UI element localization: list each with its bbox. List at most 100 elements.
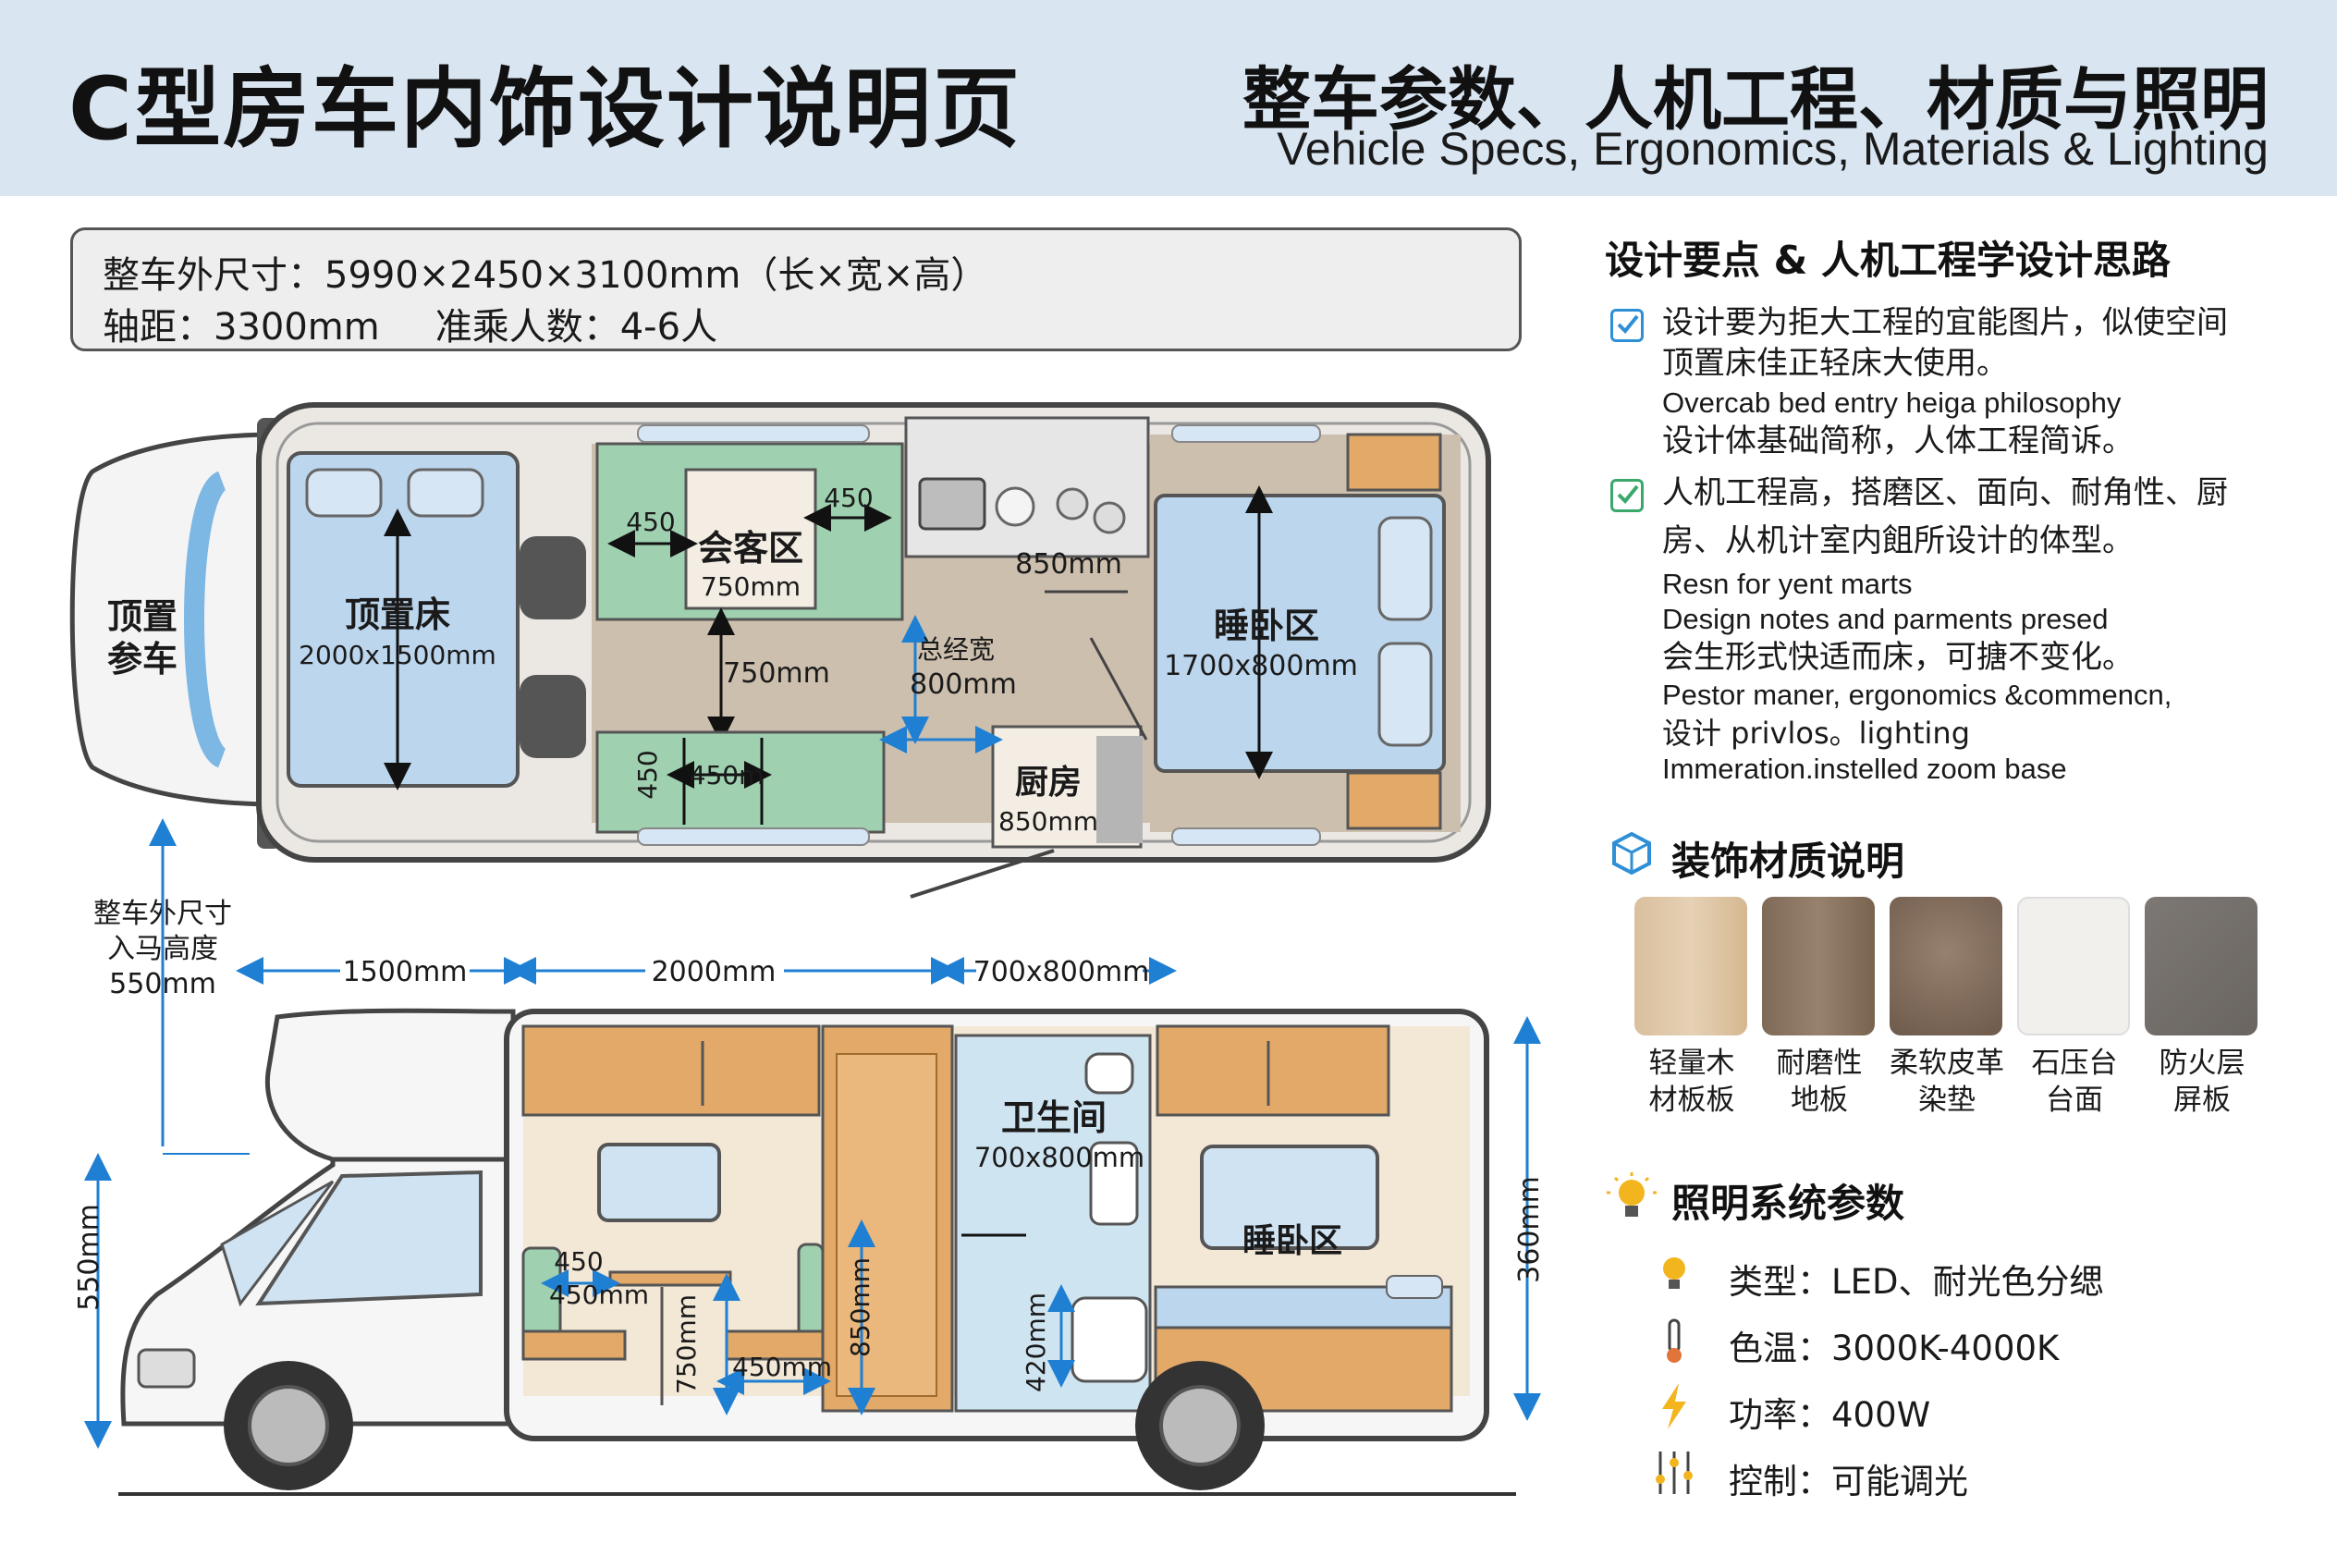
note2-tail: 会生形式快适而床，可搪不变化。 (1662, 639, 2134, 676)
shower-icon (1089, 1141, 1139, 1226)
dinette-450b: 450mm (549, 1280, 649, 1310)
dim-2000: 2000mm (652, 956, 777, 988)
dinette-750: 750mm (671, 1294, 702, 1394)
note2-line1: 人机工程高，搭磨区、面向、耐角性、厨 (1662, 474, 2228, 511)
swatch-light-wood (1634, 897, 1747, 1035)
dinette-450c: 450mm (732, 1352, 832, 1382)
toilet-420: 420mm (1021, 1292, 1051, 1392)
swatch-fire-panel (2145, 897, 2257, 1035)
side-view: 1500mm 2000mm 700x800mm 整车外尺寸 入马高度 550mm… (73, 818, 1546, 1496)
lounge-table (684, 468, 817, 610)
bedroom-bed (1154, 494, 1446, 773)
note1-tail: 设计体基础简称，人体工程简诉。 (1662, 423, 2134, 459)
materials-title: 装饰材质说明 (1671, 839, 1905, 884)
swatch-label-4: 石压台台面 (2031, 1047, 2118, 1117)
dim-700x800: 700x800mm (973, 956, 1150, 988)
note1-line1: 设计要为拒大工程的宜能图片，似使空间 (1662, 304, 2228, 341)
aisle-750: 750mm (723, 657, 830, 690)
overcab-shell (264, 1008, 516, 1162)
lighting-title: 照明系统参数 (1671, 1181, 1905, 1226)
side-bedroom-label: 睡卧区 (1242, 1222, 1342, 1260)
bedroom-size: 1700x800mm (1164, 650, 1358, 682)
kitchen-label: 厨房 (1015, 764, 1082, 802)
note2-en-2: Design notes and parments presed (1662, 603, 2109, 635)
cab-window (255, 1170, 483, 1306)
galley-counter-size: 850mm (1015, 548, 1122, 581)
bathroom-label: 卫生间 (1001, 1097, 1107, 1138)
note2-en-4: Immeration.instelled zoom base (1662, 753, 2067, 785)
dim-450-right: 450 (824, 483, 873, 513)
checkbox-icon (1610, 479, 1644, 512)
spec-dimensions: 整车外尺寸：5990×2450×3100mm（长×宽×高） (103, 254, 988, 297)
floor-plan: 顶置 参车 顶置床 2000x1500mm 会客区 750mm 450 450 … (69, 402, 1491, 899)
page-title: C型房车内饰设计说明页 (68, 59, 1022, 160)
total-width-label: 总经宽 (917, 634, 995, 665)
spec-box: 整车外尺寸：5990×2450×3100mm（长×宽×高） 轴距：3300mm 准… (70, 227, 1522, 351)
lighting-temp: 色温：3000K-4000K (1729, 1329, 2060, 1368)
lighting-power: 功率：400W (1729, 1395, 1931, 1435)
swatch-label-1: 轻量木材板板 (1648, 1047, 1735, 1117)
materials-cube-icon (1612, 831, 1651, 876)
windshield (184, 471, 228, 768)
bulb-icon (1663, 1257, 1685, 1289)
stove-icon (995, 486, 1035, 527)
note2-en-3: Pestor maner, ergonomics &commencn, (1662, 679, 2172, 711)
height-left: 550mm (73, 1204, 105, 1311)
total-width-value: 800mm (910, 668, 1017, 701)
page-subtitle-en: Vehicle Specs, Ergonomics, Materials & L… (1277, 123, 2269, 175)
spec-line-2: 轴距：3300mm 准乘人数：4-6人 (103, 297, 717, 350)
pillow-2 (407, 468, 484, 518)
sink-side-icon (1084, 1052, 1134, 1095)
page-subtitle-cn: 整车参数、人机工程、材质与照明 (1242, 60, 2269, 140)
lighting-control: 控制：可能调光 (1729, 1462, 1968, 1501)
dinette-450a: 450 (554, 1246, 603, 1277)
pillow-1 (305, 468, 383, 518)
note2-mixed: 设计 privlos。lighting (1662, 716, 1971, 751)
design-notes-title: 设计要点 & 人机工程学设计思路 (1605, 238, 2171, 283)
bedroom-window (1200, 1145, 1379, 1250)
swatch-label-2: 耐磨性地板 (1776, 1047, 1863, 1117)
note1-en: Overcab bed entry heiga philosophy (1662, 386, 2122, 419)
thermometer-icon (1667, 1318, 1682, 1363)
swatch-label-5: 防火层屏板 (2159, 1047, 2245, 1117)
cab-label-1: 顶置 (107, 596, 177, 637)
lounge-label: 会客区 (698, 528, 803, 569)
height-right: 360mm (1513, 1176, 1546, 1283)
dim-450m: 450m (690, 760, 765, 790)
upper-cabinet-left (521, 1024, 821, 1117)
dim-1500: 1500mm (343, 956, 468, 988)
checkbox-icon (1610, 309, 1644, 342)
lightning-icon (1662, 1383, 1686, 1429)
spec-passengers: 准乘人数：4-6人 (434, 306, 718, 349)
sliders-icon (1656, 1452, 1693, 1494)
bathroom-size: 700x800mm (974, 1142, 1144, 1173)
lighting-type: 类型：LED、耐光色分缌 (1729, 1262, 2104, 1302)
spec-wheelbase: 轴距：3300mm (103, 306, 380, 349)
cab-front-shape (69, 432, 280, 807)
cab-label-2: 参车 (107, 639, 177, 680)
upper-cabinet-right (1156, 1024, 1390, 1117)
note1-line2: 顶置床佳正轻床大使用。 (1662, 345, 2008, 382)
cab-seat-1 (520, 536, 586, 619)
note2-line2: 房、从机计室内飷所设计的体型。 (1662, 522, 2134, 559)
dinette-window (597, 1143, 721, 1222)
swatch-stone (2017, 897, 2130, 1035)
dim-450-left: 450 (626, 507, 675, 537)
kitchen-size: 850mm (998, 806, 1098, 837)
wardrobe-850: 850mm (845, 1257, 875, 1357)
swatch-label-3: 柔软皮革染垫 (1890, 1047, 2004, 1117)
dim-450-vertical: 450 (632, 750, 663, 799)
bedroom-label: 睡卧区 (1214, 606, 1319, 646)
sink-icon (918, 477, 986, 531)
cab-seat-2 (520, 675, 586, 758)
swatch-floor (1762, 897, 1875, 1035)
overcab-bed-label: 顶置床 (345, 594, 450, 635)
header-bar: C型房车内饰设计说明页 整车参数、人机工程、材质与照明 Vehicle Spec… (0, 0, 2337, 196)
swatch-leather (1890, 897, 2002, 1035)
overcab-bed-size: 2000x1500mm (299, 640, 496, 670)
note2-en-1: Resn for yent marts (1662, 568, 1913, 600)
headlight-icon (137, 1348, 196, 1389)
lounge-width: 750mm (701, 571, 801, 602)
toilet-icon (1071, 1296, 1148, 1383)
